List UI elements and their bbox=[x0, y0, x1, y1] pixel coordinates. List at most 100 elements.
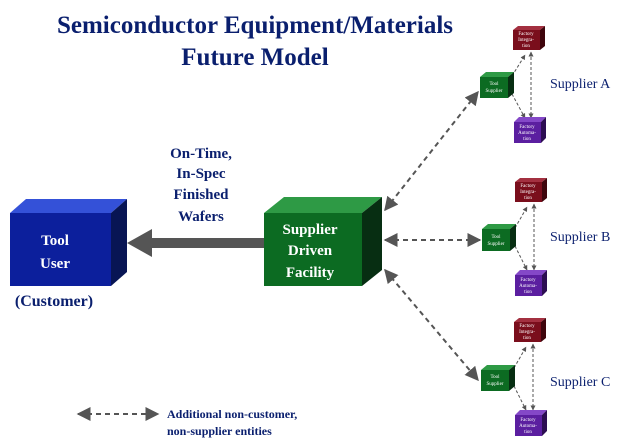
supplier-group-b: Tool Supplier Factory Integra- tion Fact… bbox=[482, 178, 610, 296]
supplier-b-integration-label-1: Factory bbox=[520, 184, 536, 189]
supplier-b-tool-label-1: Tool bbox=[491, 235, 501, 240]
link-a-tool-integration bbox=[511, 54, 526, 77]
integration-cube-front bbox=[513, 30, 540, 50]
supplier-group-c: Tool Supplier Factory Integra- tion Fact… bbox=[481, 318, 610, 436]
integration-cube-top bbox=[515, 178, 547, 182]
supplier-b-automation-label-1: Factory bbox=[520, 278, 536, 283]
facility-side-face bbox=[362, 197, 382, 286]
supplier-a-integration-label-2: Integra- bbox=[518, 38, 534, 43]
integration-cube-side bbox=[541, 318, 546, 342]
supplier-a-automation-label-2: Automa- bbox=[518, 131, 536, 136]
supplier-b-automation-cube bbox=[515, 270, 547, 296]
supplier-c-automation-label-1: Factory bbox=[520, 418, 536, 423]
title-line-2: Future Model bbox=[181, 44, 328, 71]
automation-cube-side bbox=[542, 410, 547, 436]
facility-front-face bbox=[264, 213, 362, 286]
supplier-c-automation-cube bbox=[515, 410, 547, 436]
supplier-c-automation-label-2: Automa- bbox=[519, 424, 537, 429]
supplier-b-tool-cube bbox=[482, 224, 516, 251]
link-a-tool-automation bbox=[511, 93, 526, 119]
supplier-c-integration-label-1: Factory bbox=[519, 324, 535, 329]
link-c-tool-integration bbox=[513, 346, 527, 369]
facility-cube bbox=[264, 197, 382, 286]
link-c-tool-automation bbox=[513, 385, 527, 411]
tool-user-label-line-1: Tool bbox=[41, 233, 69, 249]
supplier-c-integration-label-3: tion bbox=[523, 336, 531, 341]
supplier-a-automation-label-1: Factory bbox=[519, 125, 535, 130]
tool-cube-top bbox=[481, 365, 515, 370]
automation-cube-top bbox=[514, 117, 546, 122]
tool-user-top-face bbox=[10, 199, 127, 213]
tool-cube-side bbox=[509, 365, 515, 391]
supplier-a-name: Supplier A bbox=[550, 77, 611, 92]
supplier-c-tool-cube bbox=[481, 365, 515, 391]
automation-cube-front bbox=[515, 275, 542, 296]
supplier-b-automation-label-3: tion bbox=[524, 290, 532, 295]
integration-cube-top bbox=[513, 26, 545, 30]
automation-cube-top bbox=[515, 410, 547, 415]
supplier-c-automation-label-3: tion bbox=[524, 430, 532, 435]
supplier-a-automation-label-3: tion bbox=[523, 137, 531, 142]
tool-cube-side bbox=[508, 72, 514, 98]
title-line-1: Semiconductor Equipment/Materials bbox=[57, 12, 453, 39]
tool-cube-side bbox=[510, 224, 516, 251]
supplier-c-tool-label-1: Tool bbox=[490, 375, 500, 380]
supplier-b-integration-label-2: Integra- bbox=[520, 190, 536, 195]
tool-cube-top bbox=[482, 224, 516, 229]
tool-user-front-face bbox=[10, 213, 111, 286]
automation-cube-front bbox=[514, 122, 541, 143]
tool-cube-top bbox=[480, 72, 514, 77]
link-b-tool-automation bbox=[514, 245, 528, 271]
supplier-c-name: Supplier C bbox=[550, 375, 610, 390]
tool-cube-front bbox=[480, 77, 508, 98]
legend-text-line-1: Additional non-customer, bbox=[167, 407, 297, 421]
link-facility-supplier-c bbox=[384, 268, 479, 382]
main-arrow-head bbox=[127, 229, 152, 257]
supplier-a-integration-label-1: Factory bbox=[518, 32, 534, 37]
facility-top-face bbox=[264, 197, 382, 213]
link-b-tool-integration bbox=[514, 206, 528, 229]
supplier-b-integration-label-3: tion bbox=[524, 196, 532, 201]
supplier-b-automation-label-2: Automa- bbox=[519, 284, 537, 289]
link-facility-supplier-a bbox=[384, 90, 479, 212]
facility-label-line-3: Facility bbox=[286, 265, 335, 281]
tool-user-caption: (Customer) bbox=[15, 293, 93, 310]
tool-cube-front bbox=[481, 370, 509, 391]
supplier-a-tool-cube bbox=[480, 72, 514, 98]
supplier-c-tool-label-2: Supplier bbox=[487, 382, 504, 387]
supplier-b-name: Supplier B bbox=[550, 230, 610, 245]
facility-label-line-1: Supplier bbox=[282, 222, 337, 238]
automation-cube-side bbox=[541, 117, 546, 143]
supplier-group-a: Tool Supplier Factory Integra- tion Fact… bbox=[480, 26, 611, 143]
supplier-a-tool-label-1: Tool bbox=[489, 82, 499, 87]
tool-cube-front bbox=[482, 229, 510, 251]
supplier-a-integration-label-3: tion bbox=[522, 44, 530, 49]
legend: Additional non-customer, non-supplier en… bbox=[76, 407, 297, 438]
tool-user-cube bbox=[10, 199, 127, 286]
supplier-c-integration-cube bbox=[514, 318, 546, 342]
facility-label-line-2: Driven bbox=[288, 243, 333, 259]
main-arrow-label-line-2: In-Spec bbox=[176, 166, 226, 182]
legend-text-line-2: non-supplier entities bbox=[167, 424, 272, 438]
integration-cube-front bbox=[514, 322, 541, 342]
supplier-a-automation-cube bbox=[514, 117, 546, 143]
tool-user-side-face bbox=[111, 199, 127, 286]
tool-user-label-line-2: User bbox=[40, 256, 70, 272]
integration-cube-side bbox=[542, 178, 547, 202]
main-arrow-shaft bbox=[150, 238, 264, 248]
main-arrow-label-line-3: Finished bbox=[173, 187, 229, 203]
supplier-b-tool-label-2: Supplier bbox=[488, 242, 505, 247]
automation-cube-side bbox=[542, 270, 547, 296]
supplier-a-integration-cube bbox=[513, 26, 545, 50]
supplier-a-tool-label-2: Supplier bbox=[486, 89, 503, 94]
main-arrow-label-line-4: Wafers bbox=[178, 209, 224, 225]
supplier-b-integration-cube bbox=[515, 178, 547, 202]
integration-cube-front bbox=[515, 182, 542, 202]
main-arrow-label-line-1: On-Time, bbox=[170, 146, 232, 162]
automation-cube-top bbox=[515, 270, 547, 275]
automation-cube-front bbox=[515, 415, 542, 436]
supplier-c-integration-label-2: Integra- bbox=[519, 330, 535, 335]
integration-cube-top bbox=[514, 318, 546, 322]
integration-cube-side bbox=[540, 26, 545, 50]
